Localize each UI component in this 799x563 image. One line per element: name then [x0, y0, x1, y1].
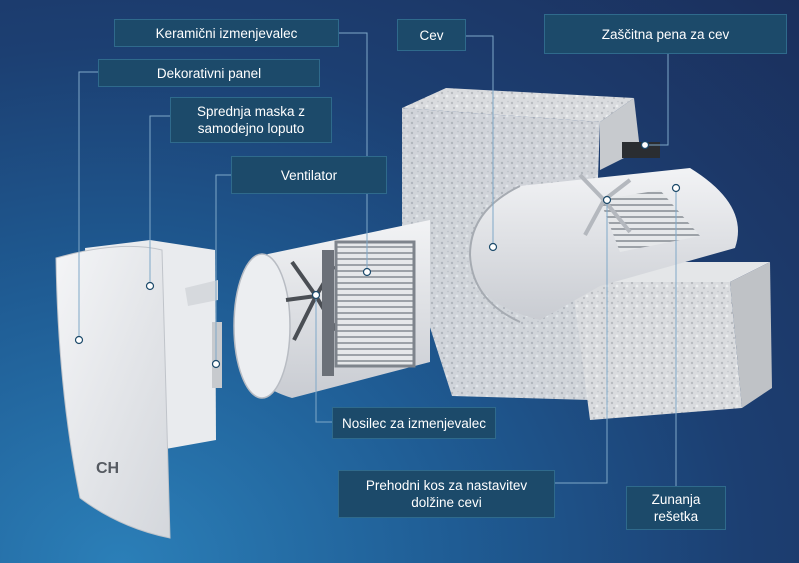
label-ceramic-exchanger: Keramični izmenjevalec	[114, 19, 339, 47]
label-outer-grille: Zunanja rešetka	[626, 486, 726, 530]
label-decorative-panel: Dekorativni panel	[98, 59, 320, 87]
label-exchanger-holder-text: Nosilec za izmenjevalec	[341, 415, 487, 431]
label-decorative-panel-text: Dekorativni panel	[156, 65, 262, 81]
label-fan-text: Ventilator	[280, 167, 338, 183]
label-exchanger-holder: Nosilec za izmenjevalec	[332, 407, 496, 439]
outer-grille-drawing	[600, 190, 700, 252]
leader-dots	[74, 140, 681, 369]
front-panel-drawing: CH	[55, 240, 222, 539]
label-outer-grille-line2: rešetka	[653, 509, 699, 524]
label-fan: Ventilator	[231, 156, 387, 194]
foam-tab	[622, 142, 660, 158]
label-front-mask: Sprednja maska z samodejno loputo	[170, 97, 332, 143]
label-transition-line1: Prehodni kos za nastavitev	[365, 478, 528, 493]
label-protective-foam: Zaščitna pena za cev	[544, 14, 787, 54]
label-front-mask-line2: samodejno loputo	[197, 121, 305, 136]
label-front-mask-line1: Sprednja maska z	[196, 104, 306, 119]
brand-logo: CH	[96, 460, 119, 477]
label-outer-grille-line1: Zunanja	[651, 492, 701, 507]
ceramic-exchanger-drawing	[334, 240, 416, 368]
label-pipe: Cev	[397, 19, 466, 51]
label-transition-line2: dolžine cevi	[411, 495, 482, 510]
label-transition-piece: Prehodni kos za nastavitev dolžine cevi	[338, 470, 555, 518]
label-pipe-text: Cev	[419, 27, 444, 43]
label-protective-foam-text: Zaščitna pena za cev	[601, 26, 730, 42]
fan-and-exchanger-drawing	[233, 220, 430, 399]
pipe-drawing	[468, 142, 738, 323]
label-ceramic-exchanger-text: Keramični izmenjevalec	[155, 25, 298, 41]
